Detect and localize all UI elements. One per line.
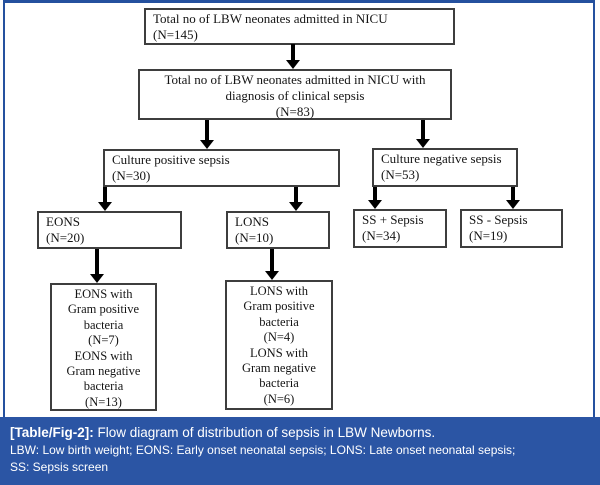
- arrow-culture-positive-to-eons: [98, 187, 112, 211]
- flow-node-total-nicu: Total no of LBW neonates admitted in NIC…: [144, 8, 455, 45]
- flow-node-eons-detail: EONS with Gram positive bacteria (N=7) E…: [50, 283, 157, 411]
- arrow-total-to-clinical: [286, 44, 300, 69]
- arrow-stem: [421, 120, 425, 139]
- arrow-head-icon: [90, 274, 104, 283]
- flow-node-ss-positive: SS + Sepsis (N=34): [353, 209, 447, 248]
- flow-node-culture-positive: Culture positive sepsis (N=30): [103, 149, 340, 187]
- arrow-head-icon: [98, 202, 112, 211]
- arrow-stem: [205, 120, 209, 140]
- arrow-culture-negative-to-ss-positive: [368, 187, 382, 209]
- arrow-culture-negative-to-ss-negative: [506, 187, 520, 209]
- caption-title: Flow diagram of distribution of sepsis i…: [93, 425, 436, 440]
- arrow-stem: [373, 187, 377, 200]
- arrow-stem: [294, 187, 298, 202]
- arrow-stem: [95, 249, 99, 274]
- flow-node-lons: LONS (N=10): [226, 211, 330, 249]
- arrow-eons-to-detail: [90, 249, 104, 283]
- arrow-clinical-to-culture-negative: [416, 120, 430, 148]
- arrow-head-icon: [286, 60, 300, 69]
- arrow-head-icon: [289, 202, 303, 211]
- arrow-stem: [103, 187, 107, 202]
- caption-abbreviations: LBW: Low birth weight; EONS: Early onset…: [10, 443, 516, 474]
- arrow-head-icon: [368, 200, 382, 209]
- caption-bar: [Table/Fig-2]: Flow diagram of distribut…: [0, 417, 600, 485]
- flow-node-culture-negative: Culture negative sepsis (N=53): [372, 148, 518, 187]
- caption-figure-label: [Table/Fig-2]:: [10, 425, 94, 440]
- arrow-head-icon: [506, 200, 520, 209]
- arrow-culture-positive-to-lons: [289, 187, 303, 211]
- arrow-stem: [291, 44, 295, 60]
- arrow-head-icon: [265, 271, 279, 280]
- arrow-stem: [270, 249, 274, 271]
- flow-node-clinical-sepsis: Total no of LBW neonates admitted in NIC…: [138, 69, 452, 120]
- arrow-head-icon: [200, 140, 214, 149]
- flow-node-lons-detail: LONS with Gram positive bacteria (N=4) L…: [225, 280, 333, 410]
- flow-node-eons: EONS (N=20): [37, 211, 182, 249]
- arrow-clinical-to-culture-positive: [200, 120, 214, 149]
- caption-title-line: [Table/Fig-2]: Flow diagram of distribut…: [10, 423, 590, 442]
- arrow-stem: [511, 187, 515, 200]
- arrow-lons-to-detail: [265, 249, 279, 280]
- flow-node-ss-negative: SS - Sepsis (N=19): [460, 209, 563, 248]
- arrow-head-icon: [416, 139, 430, 148]
